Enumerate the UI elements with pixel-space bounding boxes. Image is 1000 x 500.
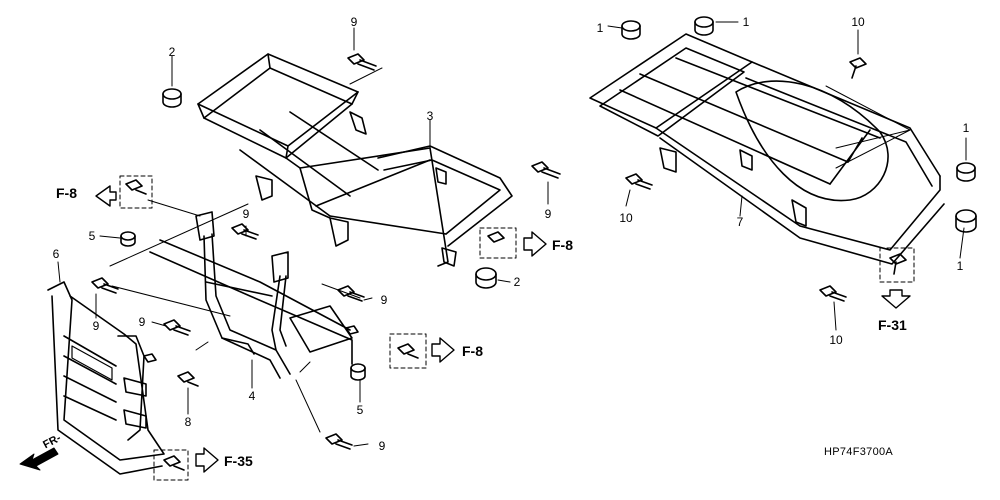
reference-label-f35: F-35 bbox=[224, 453, 253, 469]
callout-10: 10 bbox=[619, 211, 633, 225]
callout-5: 5 bbox=[88, 229, 96, 243]
callout-9: 9 bbox=[378, 439, 386, 453]
reference-label-f8: F-8 bbox=[552, 237, 573, 253]
arrow-right-f8-a bbox=[523, 231, 547, 257]
callout-9: 9 bbox=[242, 207, 250, 221]
callout-6: 6 bbox=[52, 247, 60, 261]
arrow-right-f35 bbox=[195, 447, 219, 473]
callout-10: 10 bbox=[829, 333, 843, 347]
grille-guard bbox=[47, 281, 165, 475]
callout-2: 2 bbox=[513, 275, 521, 289]
callout-9: 9 bbox=[544, 207, 552, 221]
callout-9: 9 bbox=[380, 293, 388, 307]
callout-8: 8 bbox=[184, 415, 192, 429]
callout-10: 10 bbox=[851, 15, 865, 29]
callout-9: 9 bbox=[92, 319, 100, 333]
arrow-left-f8 bbox=[95, 185, 117, 207]
callout-7: 7 bbox=[736, 215, 744, 229]
front-direction-arrow bbox=[19, 447, 59, 471]
diagram-code: HP74F3700A bbox=[824, 446, 894, 458]
callout-9: 9 bbox=[350, 15, 358, 29]
arrow-right-f8-b bbox=[431, 337, 455, 363]
reference-label-f31: F-31 bbox=[878, 317, 907, 333]
rubber-mounts bbox=[120, 16, 977, 381]
callout-4: 4 bbox=[248, 389, 256, 403]
rear-carrier bbox=[589, 33, 945, 265]
front-carrier bbox=[197, 53, 513, 267]
callout-1: 1 bbox=[962, 121, 970, 135]
bolt-hardware bbox=[91, 53, 907, 471]
callout-5: 5 bbox=[356, 403, 364, 417]
callout-1: 1 bbox=[596, 21, 604, 35]
callout-1: 1 bbox=[956, 259, 964, 273]
leader-lines bbox=[57, 21, 967, 447]
reference-label-f8: F-8 bbox=[56, 185, 77, 201]
callout-9: 9 bbox=[138, 315, 146, 329]
callout-3: 3 bbox=[426, 109, 434, 123]
front-guard bbox=[149, 211, 353, 379]
arrow-down-f31 bbox=[881, 289, 911, 309]
reference-boxes bbox=[119, 175, 915, 481]
reference-label-f8: F-8 bbox=[462, 343, 483, 359]
callout-2: 2 bbox=[168, 45, 176, 59]
callout-1: 1 bbox=[742, 15, 750, 29]
reference-arrows bbox=[95, 185, 911, 473]
